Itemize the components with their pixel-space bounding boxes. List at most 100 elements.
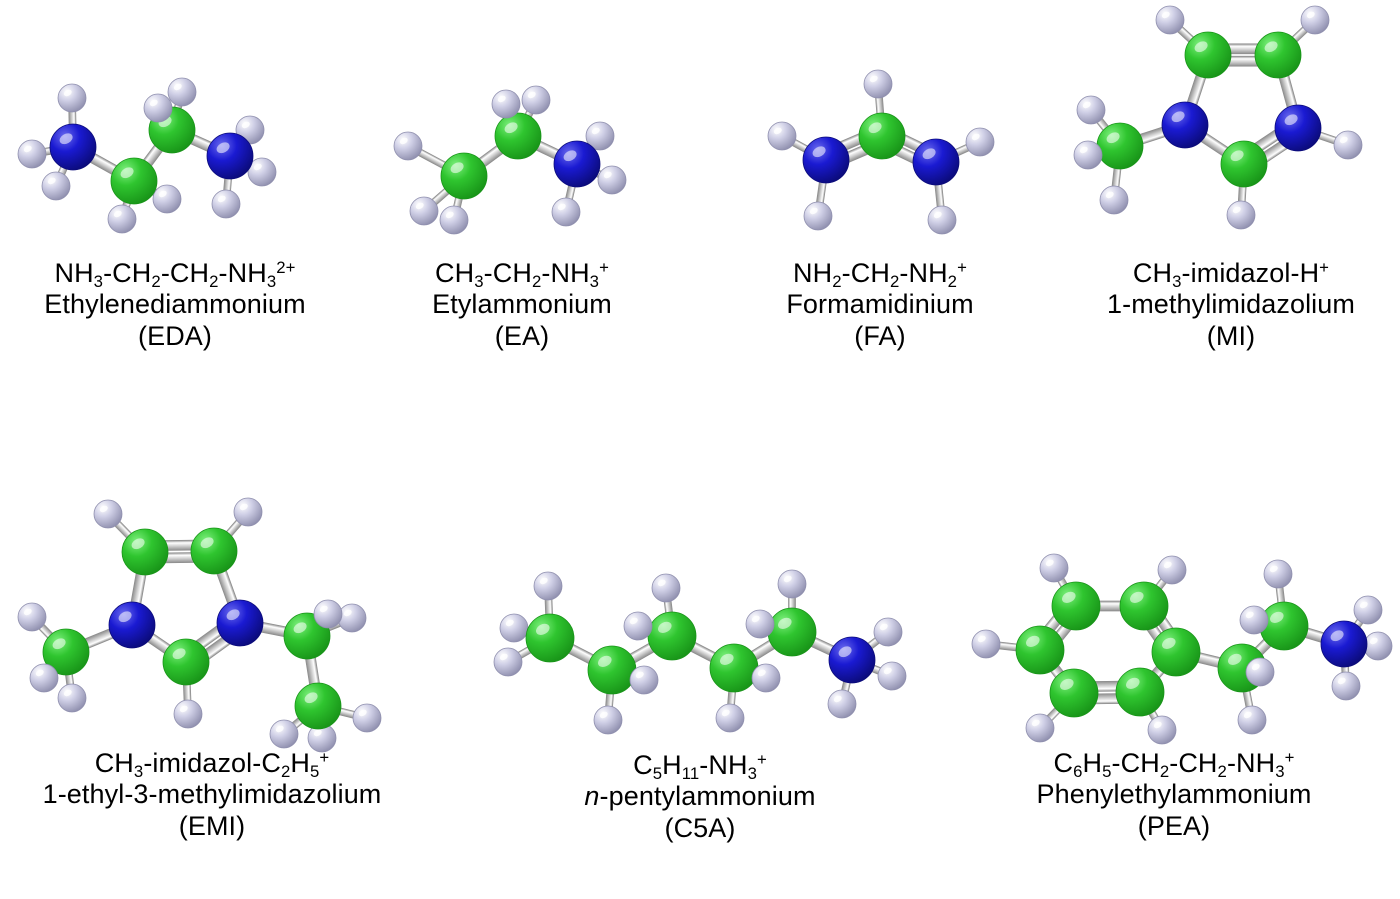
atom-carbon bbox=[42, 628, 90, 676]
molecule-model-eda bbox=[17, 77, 277, 234]
molecule-abbreviation-fa: (FA) bbox=[854, 320, 906, 351]
atom-hydrogen bbox=[409, 196, 439, 226]
atom-hydrogen bbox=[17, 602, 47, 632]
atom-hydrogen bbox=[597, 165, 627, 195]
atom-carbon bbox=[1259, 601, 1309, 651]
molecule-name-fa: Formamidinium bbox=[786, 289, 974, 320]
molecule-stage-eda bbox=[10, 8, 340, 258]
atom-hydrogen bbox=[873, 617, 903, 647]
molecule-caption-emi: CH3-imidazol-C2H5+1-ethyl-3-methylimidaz… bbox=[43, 748, 382, 842]
atom-hydrogen bbox=[57, 683, 87, 713]
molecule-formula-ea: CH3-CH2-NH3+ bbox=[435, 258, 609, 292]
atom-carbon bbox=[494, 112, 542, 160]
molecule-stage-ea bbox=[372, 8, 672, 258]
atom-hydrogen bbox=[1333, 130, 1363, 160]
atom-hydrogen bbox=[551, 197, 581, 227]
molecule-formula-mi: CH3-imidazol-H+ bbox=[1132, 258, 1330, 292]
atom-hydrogen bbox=[352, 703, 382, 733]
molecule-model-emi bbox=[17, 497, 382, 753]
molecule-stage-c5a bbox=[480, 540, 920, 750]
atom-hydrogen bbox=[337, 603, 367, 633]
molecule-caption-fa: NH2-CH2-NH2+Formamidinium(FA) bbox=[786, 258, 973, 352]
atom-hydrogen bbox=[629, 665, 659, 695]
atom-hydrogen bbox=[499, 613, 529, 643]
atom-hydrogen bbox=[863, 69, 893, 99]
atom-hydrogen bbox=[1226, 200, 1256, 230]
molecule-abbreviation-emi: (EMI) bbox=[178, 810, 246, 841]
atom-hydrogen bbox=[593, 705, 623, 735]
atom-hydrogen bbox=[1155, 5, 1185, 35]
atom-hydrogen bbox=[1039, 553, 1069, 583]
molecule-name-pea: Phenylethylammonium bbox=[1036, 779, 1312, 810]
atom-layer bbox=[493, 569, 907, 735]
atom-carbon bbox=[1049, 668, 1099, 718]
atom-carbon bbox=[1151, 627, 1201, 677]
atom-hydrogen bbox=[533, 571, 563, 601]
molecule-formula-eda: NH3-CH2-CH2-NH32+ bbox=[54, 258, 296, 292]
molecule-stage-mi bbox=[1066, 0, 1396, 258]
molecule-caption-ea: CH3-CH2-NH3+Etylammonium(EA) bbox=[432, 258, 612, 352]
atom-carbon bbox=[294, 682, 342, 730]
atom-hydrogen bbox=[1157, 555, 1187, 585]
molecule-caption-c5a: C5H11-NH3+n-pentylammonium(C5A) bbox=[584, 750, 815, 844]
molecule-name-mi: 1-methylimidazolium bbox=[1107, 289, 1355, 320]
molecule-panel-emi: CH3-imidazol-C2H5+1-ethyl-3-methylimidaz… bbox=[0, 486, 424, 892]
molecule-formula-pea: C6H5-CH2-CH2-NH3+ bbox=[1053, 748, 1295, 782]
atom-hydrogen bbox=[269, 719, 299, 749]
molecule-abbreviation-ea: (EA) bbox=[494, 320, 550, 351]
atom-hydrogen bbox=[971, 629, 1001, 659]
molecule-panel-fa: NH2-CH2-NH2+Formamidinium(FA) bbox=[720, 8, 1040, 398]
atom-carbon bbox=[587, 645, 637, 695]
atom-hydrogen bbox=[173, 699, 203, 729]
atom-hydrogen bbox=[1073, 140, 1103, 170]
atom-carbon bbox=[162, 638, 210, 686]
molecule-panel-eda: NH3-CH2-CH2-NH32+Ethylenediammonium(EDA) bbox=[0, 8, 350, 398]
atom-hydrogen bbox=[493, 647, 523, 677]
atom-hydrogen bbox=[521, 85, 551, 115]
atom-carbon bbox=[440, 152, 488, 200]
atom-carbon bbox=[709, 643, 759, 693]
atom-hydrogen bbox=[1099, 185, 1129, 215]
atom-carbon bbox=[1115, 667, 1165, 717]
atom-layer bbox=[1073, 5, 1363, 230]
atom-hydrogen bbox=[93, 499, 123, 529]
atom-hydrogen bbox=[1237, 705, 1267, 735]
atom-carbon bbox=[1051, 581, 1101, 631]
atom-hydrogen bbox=[651, 573, 681, 603]
atom-carbon bbox=[858, 112, 906, 160]
molecule-model-pea bbox=[971, 553, 1393, 745]
atom-layer bbox=[17, 497, 382, 753]
molecule-stage-emi bbox=[12, 486, 412, 753]
atom-hydrogen bbox=[623, 611, 653, 641]
atom-carbon bbox=[525, 613, 575, 663]
atom-hydrogen bbox=[439, 205, 469, 235]
atom-hydrogen bbox=[827, 689, 857, 719]
atom-hydrogen bbox=[107, 204, 137, 234]
atom-nitrogen bbox=[216, 599, 264, 647]
atom-carbon bbox=[1119, 581, 1169, 631]
atom-layer bbox=[971, 553, 1393, 745]
atom-layer bbox=[17, 77, 277, 234]
atom-hydrogen bbox=[767, 121, 797, 151]
atom-hydrogen bbox=[1263, 559, 1293, 589]
atom-nitrogen bbox=[206, 132, 254, 180]
atom-nitrogen bbox=[1161, 101, 1209, 149]
atom-carbon bbox=[1254, 31, 1302, 79]
atom-hydrogen bbox=[491, 89, 521, 119]
atom-carbon bbox=[1096, 122, 1144, 170]
atom-hydrogen bbox=[965, 127, 995, 157]
atom-hydrogen bbox=[1239, 605, 1269, 635]
atom-hydrogen bbox=[393, 131, 423, 161]
atom-nitrogen bbox=[553, 140, 601, 188]
atom-hydrogen bbox=[1245, 657, 1275, 687]
molecule-model-c5a bbox=[493, 569, 907, 735]
atom-nitrogen bbox=[1274, 104, 1322, 152]
molecule-panel-c5a: C5H11-NH3+n-pentylammonium(C5A) bbox=[470, 540, 930, 892]
molecule-formula-c5a: C5H11-NH3+ bbox=[633, 750, 767, 784]
molecule-panel-pea: C6H5-CH2-CH2-NH3+Phenylethylammonium(PEA… bbox=[948, 548, 1400, 892]
molecule-abbreviation-eda: (EDA) bbox=[138, 320, 212, 351]
atom-hydrogen bbox=[715, 703, 745, 733]
atom-hydrogen bbox=[1353, 595, 1383, 625]
atom-hydrogen bbox=[803, 201, 833, 231]
